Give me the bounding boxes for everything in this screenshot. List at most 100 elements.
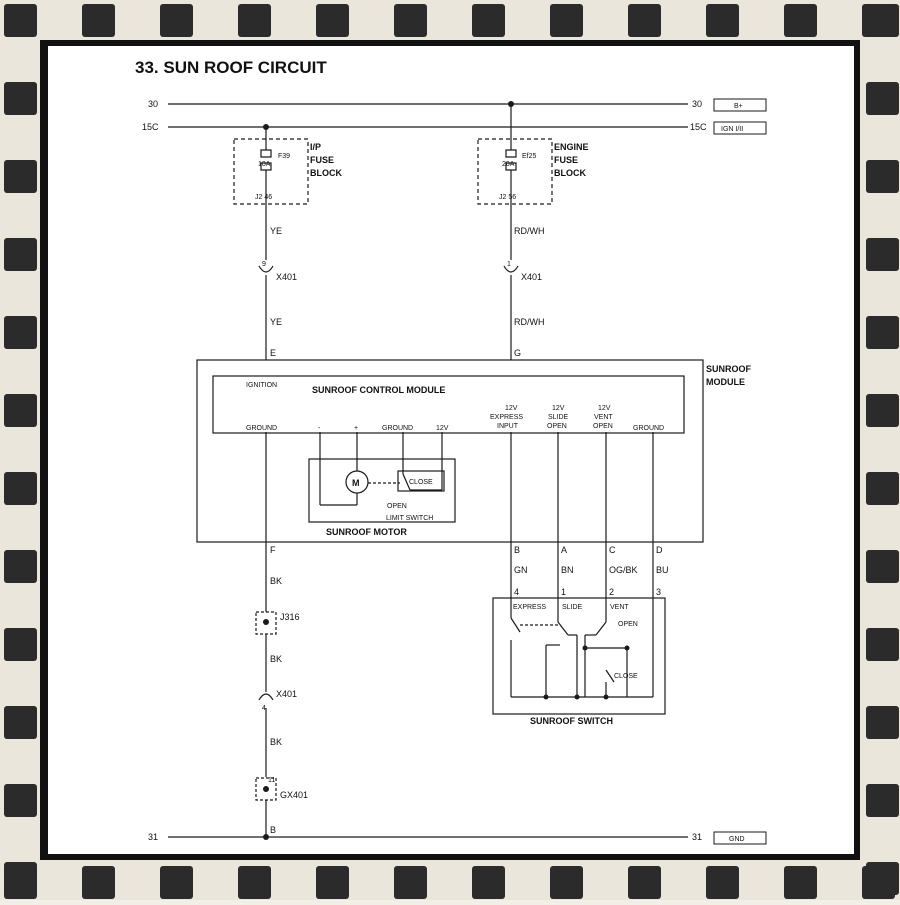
- frame-tile: [433, 866, 466, 899]
- junction-31: [263, 834, 269, 840]
- limit-switch-blade: [402, 473, 411, 491]
- motor-letter: M: [352, 478, 360, 488]
- wire-label-bk-2: BK: [270, 654, 282, 664]
- motor-minus-label: -: [318, 425, 321, 432]
- frame-tile: [4, 823, 37, 856]
- ip-fuse-name-2: FUSE: [310, 155, 334, 165]
- frame-tile: [4, 355, 37, 388]
- fuse-f39-id: F39: [278, 153, 290, 160]
- frame-tile: [866, 238, 899, 271]
- limit-switch-box: [397, 470, 445, 492]
- frame-tile: [866, 784, 899, 817]
- frame-tile: [394, 866, 427, 899]
- frame-tile: [4, 199, 37, 232]
- junction-sw-1: [543, 694, 549, 700]
- rail-15c-left-label: 15C: [142, 122, 159, 132]
- fuse-f39-symbol: [260, 149, 272, 158]
- frame-tile: [4, 706, 37, 739]
- ground-motor-label: GROUND: [382, 425, 413, 432]
- frame-tile: [866, 628, 899, 661]
- control-module-box: [212, 375, 685, 434]
- sunroof-switch-label: SUNROOF SWITCH: [530, 716, 613, 726]
- junction-15c: [263, 124, 269, 130]
- frame-tile: [82, 866, 115, 899]
- rail-30-right-label: 30: [692, 99, 702, 109]
- frame-tile: [866, 472, 899, 505]
- express-label-3: INPUT: [497, 423, 519, 430]
- pin-b: B: [514, 545, 520, 555]
- frame-tile: [4, 511, 37, 544]
- frame-tile: [82, 4, 115, 37]
- fuse-ef25-rating: 20A: [502, 161, 515, 168]
- frame-tile: [4, 550, 37, 583]
- x401-a-pin: 9: [262, 261, 266, 268]
- pin-g: G: [514, 348, 521, 358]
- fuse-ef25-symbol-lower: [505, 162, 517, 171]
- sunroof-module-label-1: SUNROOF: [706, 364, 752, 374]
- limit-open-label: OPEN: [387, 503, 407, 510]
- sw-vent-close-blade: [605, 669, 615, 683]
- frame-tile: [628, 4, 661, 37]
- frame-tile: [866, 667, 899, 700]
- frame-tile: [866, 82, 899, 115]
- express-label-2: EXPRESS: [490, 414, 523, 421]
- frame-tile: [4, 316, 37, 349]
- motor-icon: [345, 470, 369, 494]
- frame-tile: [866, 316, 899, 349]
- frame-tile: [43, 866, 76, 899]
- sw-pin-4: 4: [514, 587, 519, 597]
- frame-tile: [4, 43, 37, 76]
- wire-label-ye-1: YE: [270, 226, 282, 236]
- control-module-label: SUNROOF CONTROL MODULE: [312, 385, 445, 395]
- frame-tile: [706, 4, 739, 37]
- frame-tile: [4, 160, 37, 193]
- frame-tile: [866, 121, 899, 154]
- frame-tile: [784, 4, 817, 37]
- sw-close-label: CLOSE: [614, 673, 638, 680]
- frame-tile: [550, 866, 583, 899]
- limit-switch-label: LIMIT SWITCH: [386, 515, 433, 522]
- wire-label-bk-1: BK: [270, 576, 282, 586]
- wire-label-ye-2: YE: [270, 317, 282, 327]
- junction-sw-2: [574, 694, 580, 700]
- engine-fuse-name-1: ENGINE: [554, 142, 589, 152]
- frame-tile: [4, 4, 37, 37]
- frame-tile: [472, 866, 505, 899]
- frame-tile: [706, 866, 739, 899]
- frame-tile: [866, 823, 899, 856]
- frame-tile: [4, 238, 37, 271]
- pin-ground-b: B: [270, 825, 276, 835]
- frame-tile: [4, 589, 37, 622]
- frame-tile: [823, 4, 856, 37]
- sw-open-label: OPEN: [618, 621, 638, 628]
- frame-tile: [394, 4, 427, 37]
- wire-label-rdwh-1: RD/WH: [514, 226, 545, 236]
- frame-tile: [866, 43, 899, 76]
- wire-label-rdwh-2: RD/WH: [514, 317, 545, 327]
- sw-slide-label: SLIDE: [562, 604, 583, 611]
- engine-fuse-name-3: BLOCK: [554, 168, 586, 178]
- rail-15c-tag: IGN I/II: [721, 126, 743, 133]
- frame-tile: [866, 160, 899, 193]
- frame-tile: [823, 866, 856, 899]
- sunroof-module-box: [196, 359, 704, 543]
- frame-tile: [4, 472, 37, 505]
- frame-tile: [4, 121, 37, 154]
- pin-f: F: [270, 545, 276, 555]
- fuse-ef25-pins: J2 56: [499, 194, 516, 201]
- sw-vent-blade: [595, 621, 607, 636]
- x401-c-pin: 4: [262, 705, 266, 712]
- rail-31-right-label: 31: [692, 832, 702, 842]
- frame-tile: [866, 355, 899, 388]
- frame-tile: [866, 199, 899, 232]
- vent-label-2: VENT: [594, 414, 613, 421]
- junction-sw-5: [582, 645, 588, 651]
- sw-pin-1: 1: [561, 587, 566, 597]
- frame-tile: [589, 866, 622, 899]
- frame-tile: [4, 628, 37, 661]
- frame-tile: [277, 866, 310, 899]
- diagram-title: 33. SUN ROOF CIRCUIT: [135, 58, 327, 77]
- rail-30-left-label: 30: [148, 99, 158, 109]
